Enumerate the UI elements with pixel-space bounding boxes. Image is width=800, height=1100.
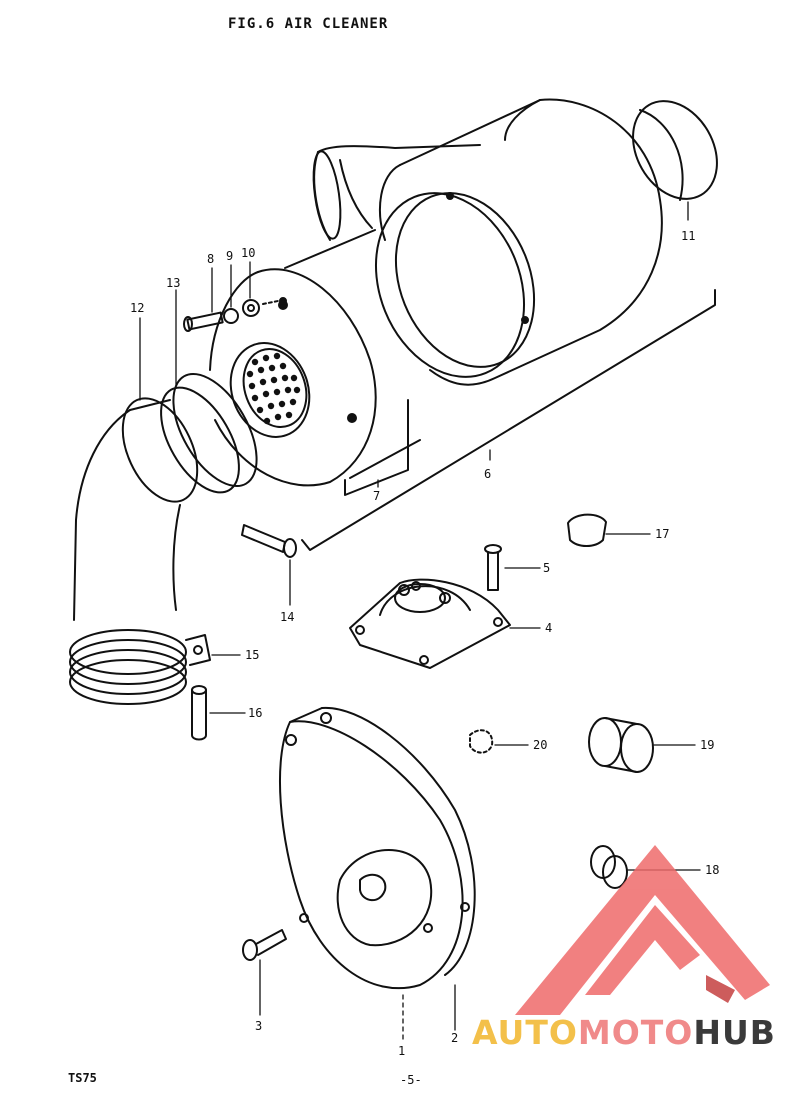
- label-8: 8: [207, 252, 214, 266]
- bracket-7: [344, 399, 409, 496]
- callout-labels: 2 3 4 5 6 7 8 9 10 11 12 13 14 15 16 17 …: [130, 229, 719, 1058]
- air-filter-element: [209, 229, 421, 487]
- label-17: 17: [655, 527, 669, 541]
- washer-9: [223, 308, 239, 324]
- label-6: 6: [484, 467, 491, 481]
- screw-5: [484, 544, 502, 591]
- bracket-6: [301, 289, 716, 551]
- watermark-logo-icon: [515, 845, 770, 1015]
- watermark-part-moto: MOTO: [577, 1013, 694, 1052]
- label-14: 14: [280, 610, 294, 624]
- label-7: 7: [373, 489, 380, 503]
- watermark-part-auto: AUTO: [472, 1013, 578, 1052]
- filter-grille: [246, 352, 301, 425]
- label-15: 15: [245, 648, 259, 662]
- label-10: 10: [241, 246, 255, 260]
- label-19: 19: [700, 738, 714, 752]
- watermark-part-hub: HUB: [693, 1013, 776, 1052]
- grommet-20: [469, 729, 494, 754]
- screw-3: [242, 929, 287, 961]
- label-9: 9: [226, 249, 233, 263]
- label-2: 2: [451, 1031, 458, 1045]
- plug-18: [590, 845, 628, 889]
- cap-17: [567, 513, 607, 547]
- label-20: 20: [533, 738, 547, 752]
- case-cover-2: [279, 706, 476, 990]
- label-5: 5: [543, 561, 550, 575]
- screw-14: [241, 524, 297, 558]
- intake-hose: [69, 372, 258, 705]
- cover-plate-4: [349, 578, 511, 669]
- bolt-8: [183, 311, 224, 332]
- model-code: TS75: [68, 1071, 97, 1085]
- label-13: 13: [166, 276, 180, 290]
- label-11: 11: [681, 229, 695, 243]
- page-number: -5-: [400, 1073, 422, 1087]
- sleeve-19: [588, 717, 654, 773]
- label-4: 4: [545, 621, 552, 635]
- label-12: 12: [130, 301, 144, 315]
- label-1: 1: [398, 1044, 405, 1058]
- pin-16: [191, 685, 207, 741]
- label-3: 3: [255, 1019, 262, 1033]
- air-cleaner-housing: [312, 98, 718, 386]
- label-18: 18: [705, 863, 719, 877]
- figure-title: FIG.6 AIR CLEANER: [228, 16, 389, 32]
- watermark-text: AUTOMOTOHUB: [472, 1013, 776, 1052]
- washer-10: [242, 299, 260, 317]
- label-16: 16: [248, 706, 262, 720]
